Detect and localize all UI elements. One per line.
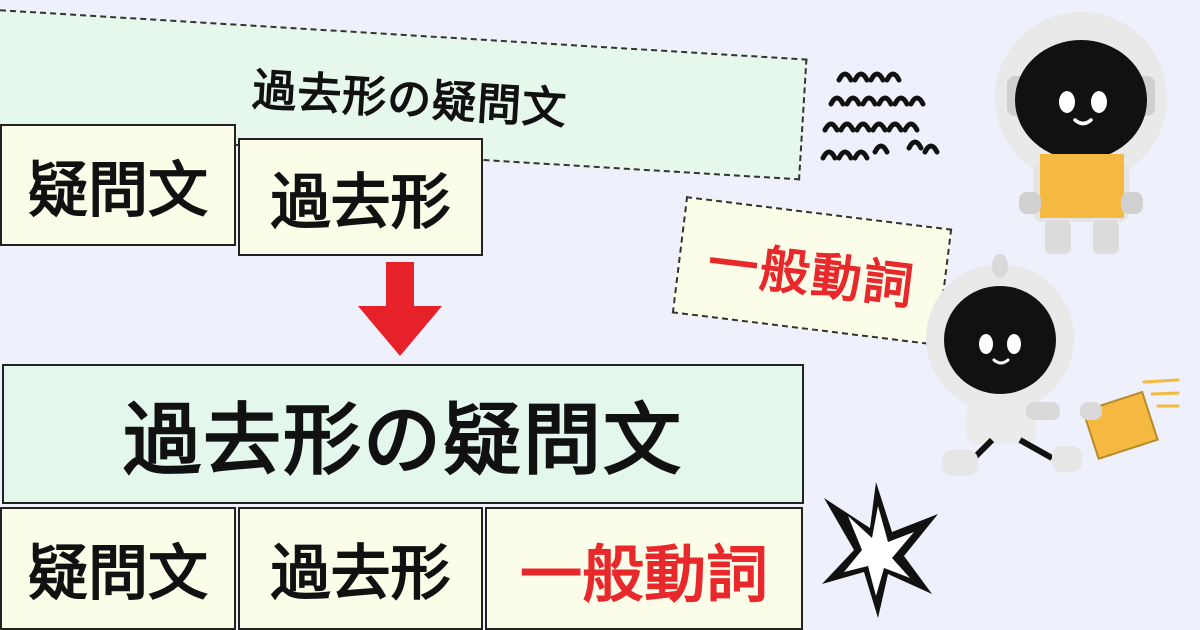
scribble-lines-icon: [820, 71, 940, 161]
bottom-box-general-verb: 一般動詞: [485, 507, 803, 630]
top-banner-text: 過去形の疑問文: [250, 64, 569, 135]
burst-icon: [822, 482, 938, 618]
bottom-box-past: 過去形: [238, 507, 483, 630]
robot-running-icon: [926, 254, 1180, 476]
robot-holding-box-icon: [995, 12, 1167, 254]
left-box-past: 過去形: [238, 138, 483, 256]
left-box-question: 疑問文: [0, 124, 236, 246]
main-title-box: 過去形の疑問文: [2, 364, 804, 504]
side-tag: 一般動詞: [671, 196, 953, 346]
down-arrow-icon: [358, 262, 442, 356]
bottom-box-question: 疑問文: [0, 507, 236, 630]
